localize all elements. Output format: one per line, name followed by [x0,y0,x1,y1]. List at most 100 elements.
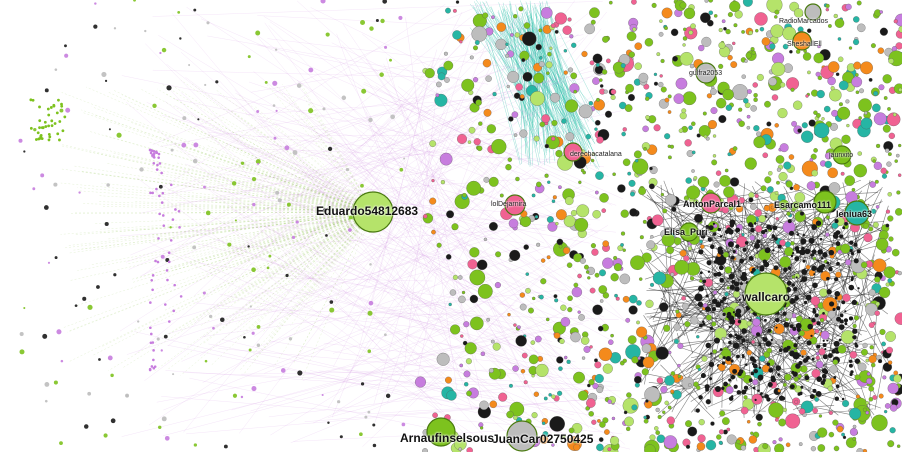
node [834,219,839,224]
edge [218,348,620,383]
node [798,360,803,366]
node [516,325,521,330]
node [628,305,638,315]
node [272,80,278,86]
node [853,61,862,70]
node [806,181,816,191]
edge [542,27,551,131]
node [863,111,868,115]
node [816,113,821,118]
node [482,58,492,68]
edge [176,209,374,213]
node [448,302,452,307]
node [704,0,709,3]
node [234,219,237,222]
node [696,442,706,451]
node [702,320,705,324]
node [622,295,630,303]
node [683,7,696,20]
node [883,409,888,414]
edge [167,344,536,420]
node [631,0,637,5]
node [480,351,486,357]
node [653,72,658,77]
node [53,182,58,187]
node [764,100,771,108]
node [173,283,176,287]
edge [290,211,374,326]
node [546,71,550,75]
node [811,265,817,272]
node [691,121,696,127]
node [597,325,604,332]
edge [191,211,374,244]
node [383,333,387,337]
node [273,136,277,140]
node [832,359,839,365]
node [610,333,614,338]
edge [402,164,431,223]
node [159,51,162,55]
node [845,99,850,104]
node [542,431,549,437]
edge [535,12,590,158]
node [849,428,858,436]
edge [63,211,374,328]
edge [61,92,374,213]
node [837,249,842,255]
node [766,347,772,354]
node [857,287,860,290]
edge [92,211,374,356]
node [879,286,891,299]
node [730,255,735,260]
node [791,370,795,374]
node [630,191,635,197]
node [164,435,170,441]
edge [89,131,374,213]
node [567,17,572,22]
edge [269,82,432,320]
node [715,170,722,176]
node [790,241,795,246]
edge [387,178,506,352]
edge [224,142,437,224]
node [862,407,867,412]
node [754,193,759,199]
node [152,156,156,159]
node [446,390,457,401]
edge [225,6,529,326]
node [755,413,763,421]
edge [68,211,374,246]
node [268,254,272,258]
edge [180,52,625,445]
node [556,356,564,364]
node [822,339,825,342]
node [519,303,527,311]
node [732,249,736,254]
node [462,340,468,346]
node [831,222,839,229]
node [842,400,850,408]
node [813,148,818,153]
node [740,406,749,415]
node [360,19,366,25]
node [523,22,531,29]
node [698,419,705,426]
node [694,293,703,302]
node [825,7,830,12]
edge [307,101,374,213]
node [801,122,808,129]
edge [269,21,524,201]
node [793,184,800,191]
node [646,240,656,250]
node [801,269,808,275]
node [699,323,703,328]
node [843,318,849,323]
edge [364,82,612,206]
edge [229,229,459,396]
edge [332,283,530,415]
node [805,294,812,301]
node [688,30,694,35]
node [475,99,482,106]
edge [173,98,456,158]
